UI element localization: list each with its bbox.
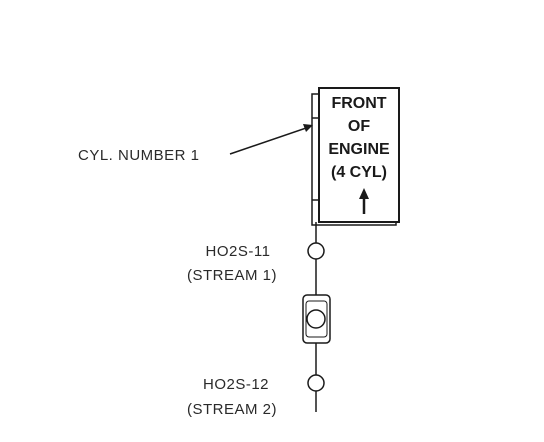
sensor-upstream-name: HO2S-11 bbox=[206, 243, 271, 260]
engine-label-line-2: OF bbox=[348, 118, 370, 135]
cylinder-callout: CYL. NUMBER 1 bbox=[78, 124, 313, 164]
sensor-downstream-stream: (STREAM 2) bbox=[187, 401, 277, 418]
engine-block: FRONT OF ENGINE (4 CYL) bbox=[311, 87, 400, 226]
sensor-downstream-name: HO2S-12 bbox=[203, 376, 269, 393]
sensor-upstream-stream: (STREAM 1) bbox=[187, 267, 277, 284]
up-arrow-icon bbox=[359, 188, 369, 214]
oxygen-sensor-icon bbox=[307, 242, 325, 260]
engine-label-line-1: FRONT bbox=[331, 95, 386, 112]
catalytic-converter-icon bbox=[302, 294, 331, 344]
cylinder-number-label: CYL. NUMBER 1 bbox=[78, 147, 200, 164]
engine-label-line-3: ENGINE bbox=[328, 141, 390, 158]
oxygen-sensor-icon bbox=[307, 374, 325, 392]
engine-label-line-4: (4 CYL) bbox=[331, 164, 387, 181]
